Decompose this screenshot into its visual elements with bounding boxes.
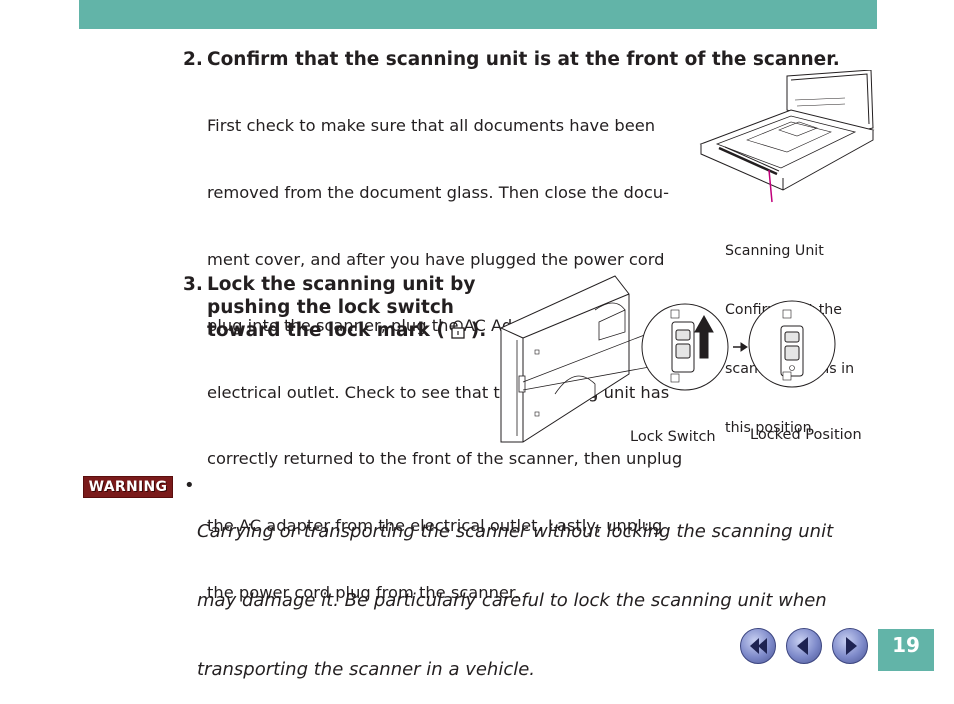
step-number: 3. — [183, 274, 203, 295]
caption-line: this position — [725, 419, 812, 436]
previous-page-icon — [797, 637, 808, 655]
scanner-lock-illustration — [500, 275, 836, 443]
next-page-icon — [846, 637, 857, 655]
first-page-button[interactable] — [740, 628, 776, 664]
warning-line: may damage it. Be particularly careful t… — [197, 590, 827, 611]
body-line: correctly returned to the front of the s… — [207, 449, 683, 469]
step-title-line-last: toward the lock mark ( ). — [207, 319, 486, 342]
body-line: ment cover, and after you have plugged t… — [207, 249, 665, 269]
caption-title: Scanning Unit — [725, 243, 824, 260]
step-title-end: ). — [470, 320, 487, 341]
step-3-heading: 3. Lock the scanning unit by pushing the… — [183, 273, 486, 343]
first-page-icon — [750, 638, 767, 654]
body-line: removed from the document glass. Then cl… — [207, 183, 669, 203]
warning-line: transporting the scanner in a vehicle. — [197, 659, 536, 680]
step-2-heading: 2. Confirm that the scanning unit is at … — [183, 48, 840, 71]
step-number: 2. — [183, 49, 203, 70]
warning-badge: WARNING — [83, 476, 173, 498]
lock-switch-label: Lock Switch — [630, 429, 716, 445]
warning-line: Carrying or transporting the scanner wit… — [197, 521, 834, 542]
step-title: Confirm that the scanning unit is at the… — [207, 49, 840, 70]
body-line: the AC adapter from the electrical outle… — [207, 516, 663, 536]
body-line: First check to make sure that all docume… — [207, 116, 656, 136]
warning-text: Carrying or transporting the scanner wit… — [197, 474, 833, 704]
locked-position-label: Locked Position — [750, 427, 862, 443]
step-title-line: toward the lock mark ( — [207, 320, 445, 341]
next-page-button[interactable] — [832, 628, 868, 664]
scanner-open-illustration — [699, 70, 875, 203]
page-number: 19 — [878, 629, 934, 671]
lock-icon — [451, 320, 465, 339]
warning-bullet: • — [184, 475, 195, 496]
previous-page-button[interactable] — [786, 628, 822, 664]
body-line: the power cord plug from the scanner. — [207, 582, 520, 602]
header-bar — [79, 0, 877, 29]
step-title-line: Lock the scanning unit by — [207, 274, 476, 295]
leader-line — [768, 169, 773, 203]
step-title-line: pushing the lock switch — [207, 297, 454, 318]
